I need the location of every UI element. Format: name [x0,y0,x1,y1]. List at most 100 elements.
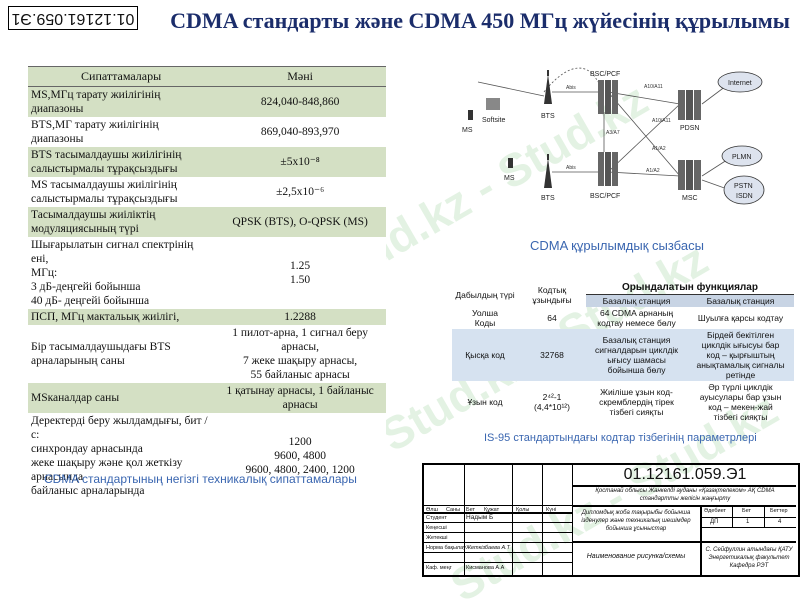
spec-label-line: MSканалдар саны [31,392,120,404]
spec-value-cell: ±2,5x10⁻⁶ [214,177,386,207]
codes-header-bs2: Базалық станция [687,294,794,307]
spec-value-line: 55 байланыс арнасы [250,369,350,381]
spec-label-line: 40 дБ- деңгейі бойынша [31,295,150,307]
stamp-sheets-value: 4 [778,519,782,525]
stamp-document-code: 01.12161.059.Э1 [623,466,747,483]
spec-value-cell: 1.2288 [214,309,386,325]
a3a7-label: A3/A7 [606,130,620,136]
codes-cell-line: кодтау немесе бөлу [597,318,676,328]
msc-rack-icon [678,160,701,190]
spec-value-line: 1.25 [290,260,311,272]
codes-cell-line: 2⁴²-1 [542,392,562,402]
bts-top-icon [544,70,552,104]
diagram-caption: CDMA құрылымдық сызбасы [530,238,704,253]
ms-top-label: MS [462,127,473,134]
spec-value-line: ​ [217,287,383,301]
spec-value-cell: 824,040-848,860 [214,86,386,117]
spec-value-line: арнасы [282,399,318,411]
codes-cell-line: ауысулары бар ұзын [699,392,782,402]
spec-label-line: байланыс арналарында [31,485,145,497]
spec-label-line: салыстырмалы тұрақсыздығы [31,163,178,175]
spec-value-line: 1.2288 [284,311,316,323]
spec-row: Шығарылатын сигнал спектрінің ені,МГц:3 … [28,237,386,309]
stamp-sheet-name: Наименование рисунка/схемы [586,553,686,560]
spec-label-line: жеке шақыру және қол жеткізу [31,457,183,469]
stamp-university-line1: С. Сейфуллин атындағы ҚАТУ [705,547,793,553]
codes-cell-length: 2⁴²-1(4,4*10¹²) [518,381,586,423]
spec-label-line: ПСП, МГц мактальық жиілігі, [31,311,180,323]
spec-value-cell: 1 қатынау арнасы, 1 байланыс арнасы [214,383,386,413]
softsite-label: Softsite [482,117,505,124]
spec-value-cell: 1 пилот-арна, 1 сигнал беру арнасы,7 жек… [214,325,386,383]
stamp-topic-line3: бойынша ұсыныстар [605,526,667,532]
spec-label-cell: Деректерді беру жылдамдығы, бит / с:синх… [28,413,215,499]
a1a2-mid-label: A1/A2 [652,146,666,152]
softsite-icon [486,98,500,110]
spec-value-line: ±5x10⁻⁸ [280,156,320,168]
stamp-col-label: Өлш [426,507,438,513]
codes-cell-line: код – мекен-жай [708,402,773,412]
stamp-university-line2: Энергетикалық факультет [708,555,790,561]
pdsn-rack-icon [678,90,701,120]
spec-value-line: 9600, 4800, 2400, 1200 [245,464,355,476]
spec-label-cell: MSканалдар саны [28,383,215,413]
stamp-role-norm: Норма бақылау [426,545,466,551]
pstn-label: PSTN [734,183,753,190]
stamp-organization-line1: Қостанай облысы Жанкелді ауданы «Қазақте… [595,488,775,494]
spec-label-line: МГц: [31,267,58,279]
abis-top-label: Abis [566,85,576,91]
stamp-col-label: Бет [466,507,476,513]
internet-label: Internet [728,80,752,87]
a10a11-top-label: A10/A11 [644,84,663,90]
spec-label-line: Шығарылатын сигнал спектрінің ені, [31,239,194,265]
stamp-col-label: Саны [446,507,461,513]
spec-value-line: 1 қатынау арнасы, 1 байланыс [226,385,374,397]
codes-cell-length: 64 [518,307,586,329]
codes-cell-type: Қысқа код [452,329,518,381]
stamp-stage-label: Әдебиет [704,508,726,514]
spec-row: Деректерді беру жылдамдығы, бит / с:синх… [28,413,386,499]
spec-label-line: модуляциясының түрі [31,223,139,235]
spec-value-line: ±2,5x10⁻⁶ [276,186,325,198]
stamp-name-student: Надым Б [466,514,494,521]
stamp-topic-line2: ізденулер және техникалық шешімдер [581,518,691,524]
diagram-links [477,67,731,191]
codes-cell-line: Қысқа код [465,350,505,360]
codes-header-length: Кодтық ұзындығы [532,284,572,305]
codes-cell-line: ретінде [725,370,756,380]
spec-value-cell: ​1.251.50​ [214,237,386,309]
spec-label-line: Тасымалдаушы жиіліктің [31,209,156,221]
spec-label-cell: Тасымалдаушы жиіліктің модуляциясының түр… [28,207,215,237]
codes-cell-type: Ұзын код [452,381,518,423]
spec-label-line: MS тасымалдаушы жиілігінің [31,179,177,191]
stamp-role-student: Студент [426,515,447,521]
codes-cell-line: 64 [547,313,557,323]
msc-label: MSC [682,195,698,202]
stamp-sheets-label: Беттер [770,508,788,514]
pstn-isdn-cloud-icon [723,175,765,205]
codes-header-bs: Базалық станция [586,294,688,307]
plmn-label: PLMN [732,154,751,161]
codes-cell-line: (4,4*10¹²) [534,402,570,412]
spec-header-value: Мәні [214,66,386,87]
bsc-top-rack-icon [598,80,618,114]
bsc-bottom-label: BSC/PCF [590,193,620,200]
spec-value-cell: QPSK (BTS), O-QPSK (MS) [214,207,386,237]
codes-caption: IS-95 стандартындағы кодтар тізбегінің п… [484,432,757,444]
pdsn-label: PDSN [680,125,699,132]
spec-label-line: арнасында [31,471,84,483]
codes-cell-line: скремблердің тірек [599,397,674,407]
plmn-cloud-icon [721,145,763,167]
